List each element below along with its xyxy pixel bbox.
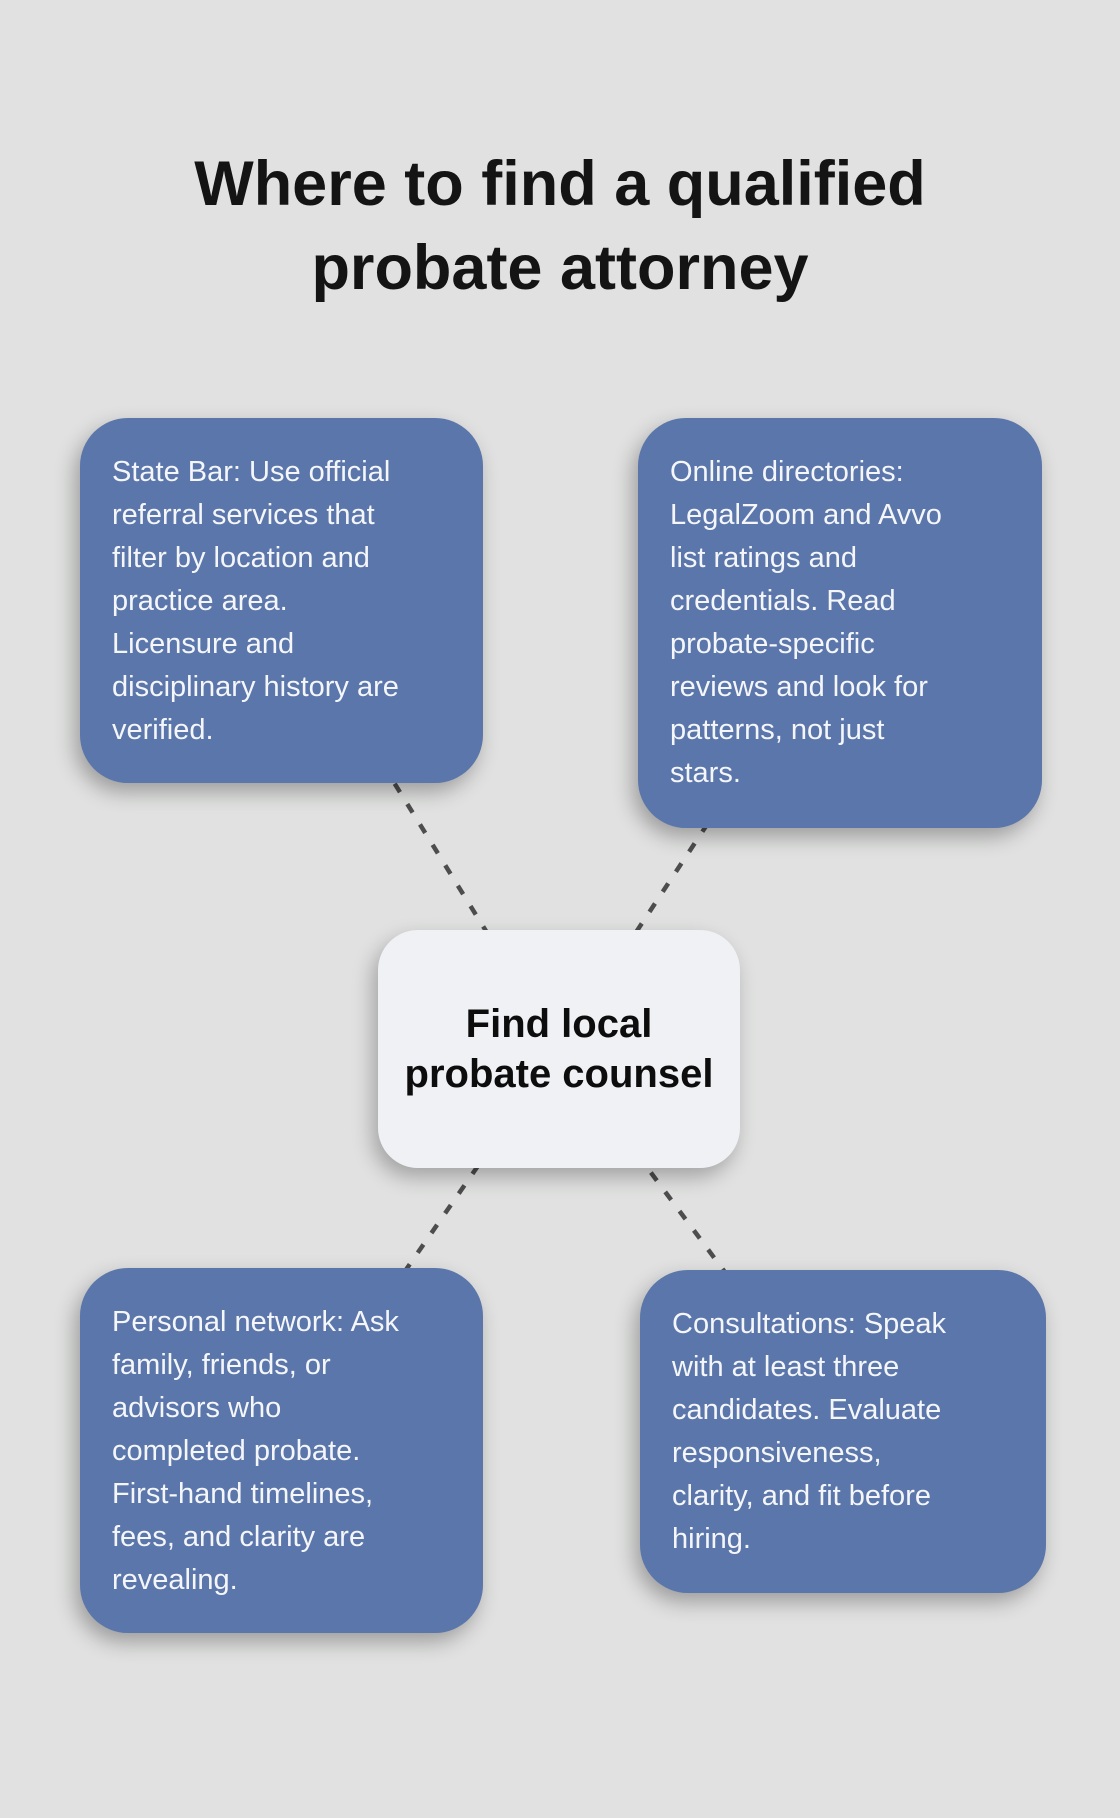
node-state-bar: State Bar: Use official referral service… [80, 418, 483, 783]
page-title: Where to find a qualified probate attorn… [194, 149, 926, 304]
node-personal-network: Personal network: Ask family, friends, o… [80, 1268, 483, 1633]
center-node: Find local probate counsel [378, 930, 740, 1168]
node-online-directories: Online directories: LegalZoom and Avvo l… [638, 418, 1042, 828]
node-consultations: Consultations: Speak with at least three… [640, 1270, 1046, 1593]
